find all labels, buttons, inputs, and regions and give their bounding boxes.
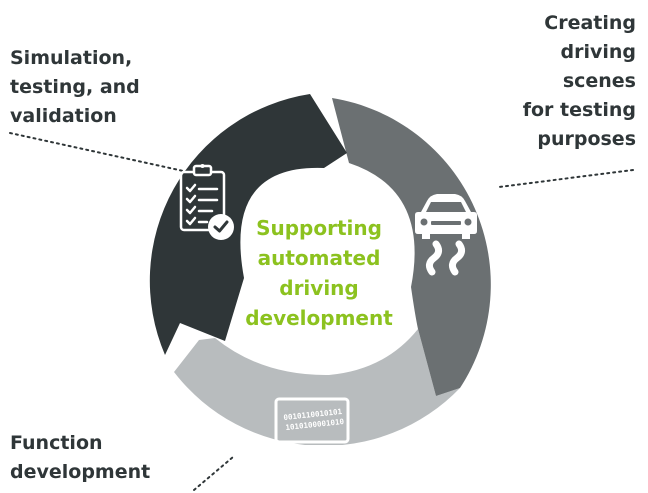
segment-creating-scenes: [332, 98, 491, 396]
label-simulation-testing-validation: Simulation, testing, and validation: [10, 47, 140, 127]
label-function-development: Function development: [10, 432, 151, 483]
segment-simulation-testing: [149, 94, 347, 355]
leader-line-simulation: [9, 132, 189, 173]
car-road-icon: [415, 194, 477, 276]
clipboard-checklist-icon: [179, 164, 234, 240]
label-creating-driving-scenes: Creating driving scenes for testing purp…: [522, 12, 636, 150]
segment-function-development: [174, 329, 460, 446]
leader-line-scenes: [498, 169, 634, 188]
center-title: Supporting automated driving development: [245, 216, 393, 330]
leader-line-function: [193, 456, 234, 491]
